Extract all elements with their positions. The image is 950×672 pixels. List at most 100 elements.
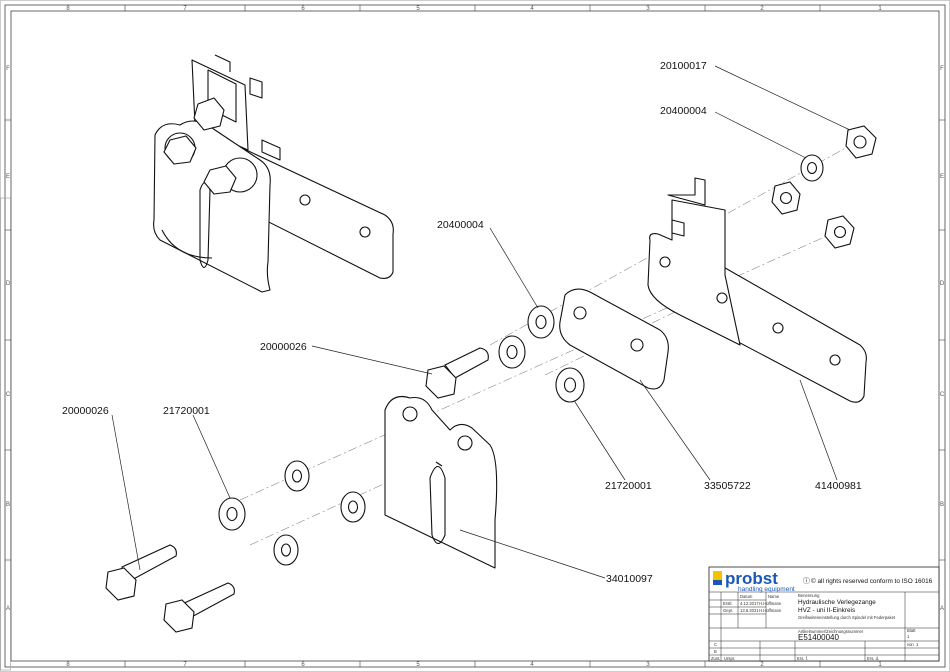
grid-row-right: E <box>940 174 944 180</box>
grid-col-top: 1 <box>878 6 882 12</box>
grid-col-bottom: 5 <box>416 662 420 668</box>
grid-col-bottom: 2 <box>760 662 764 668</box>
von-value: 1 <box>916 642 919 647</box>
assembled-clamp-slot <box>199 181 211 269</box>
grid-row-right: B <box>940 502 944 508</box>
grid-row-left: C <box>6 392 11 398</box>
grid-ticks <box>5 5 945 667</box>
grid-col-top: 8 <box>66 6 70 12</box>
frame-long-bar <box>719 264 867 403</box>
frame-bar-hole <box>772 322 784 334</box>
grid-col-top: 5 <box>416 6 420 12</box>
row2-label: Gepr. <box>723 608 733 613</box>
grid-col-bottom: 6 <box>301 662 305 668</box>
ers-fuer-label: Ers. f. <box>797 656 808 661</box>
link-plate-hole <box>630 338 644 352</box>
zust-label: Zust. <box>711 656 720 661</box>
part-label-34010097: 34010097 <box>606 573 653 585</box>
row2-date: 13.6.2021 <box>740 608 759 613</box>
bar-hole <box>359 226 371 238</box>
logo-mark <box>713 571 722 580</box>
grid-row-right: F <box>940 66 944 72</box>
rev-b: B <box>714 649 717 654</box>
hdr-datum: Datum <box>740 594 753 599</box>
frame-upright-plate <box>647 199 741 346</box>
bolt-shank <box>121 544 177 583</box>
washer-bore <box>291 469 303 483</box>
copyright-icon: ⓘ <box>803 577 810 585</box>
grid-row-right: C <box>940 392 945 398</box>
leader-lines <box>111 65 851 579</box>
clamp-plate-hole <box>402 406 418 422</box>
title-line-1: Hydraulische Verlegezange <box>798 599 876 606</box>
assembled-bracket-group <box>153 54 394 293</box>
link-plate-face <box>559 288 669 390</box>
part-number-labels: 20100017 20400004 20400004 20000026 2000… <box>62 60 862 585</box>
bolt-head <box>163 599 195 633</box>
grid-col-top: 7 <box>183 6 187 12</box>
fasteners-upper-right <box>771 125 877 249</box>
frame-top-tab <box>667 177 706 206</box>
link-plate-hole <box>573 306 587 320</box>
artikel-label: Artikelnummer/Zeichnungsnummer <box>798 629 864 634</box>
grid-row-right: A <box>940 606 944 612</box>
grid-col-top: 3 <box>646 6 650 12</box>
row1-name-cell: H.Hoffmann <box>759 601 782 606</box>
grid-row-right: D <box>940 281 945 287</box>
grid-row-left: E <box>6 174 10 180</box>
washer-bore <box>563 377 577 393</box>
clamp-plate-34010097 <box>384 395 498 569</box>
washer-bore <box>806 161 818 175</box>
von-label: von <box>907 642 914 647</box>
assembled-upright-slot <box>207 69 237 123</box>
grid-col-top: 2 <box>760 6 764 12</box>
grid-col-top: 6 <box>301 6 305 12</box>
probst-logo: probst <box>725 569 778 588</box>
frame-top-notch <box>671 219 685 237</box>
part-label-21720001-left: 21720001 <box>163 405 210 417</box>
washer-bore <box>280 543 292 557</box>
grid-row-left: F <box>6 66 10 72</box>
frame-upright-hole <box>659 256 671 268</box>
grid-col-bottom: 7 <box>183 662 187 668</box>
ers-durch-label: Ers. d. <box>867 656 879 661</box>
ursprung-label: Urspr. <box>724 656 735 661</box>
frame-bar-hole <box>829 354 841 366</box>
fasteners-centre <box>425 305 585 403</box>
hdr-name: Name <box>768 594 780 599</box>
row2-name-cell: H.Hoffmann <box>759 608 782 613</box>
frame-part-41400981 <box>647 177 867 403</box>
grid-col-bottom: 4 <box>530 662 534 668</box>
rev-c: C <box>714 642 717 647</box>
washer-bore <box>535 314 547 330</box>
title-line-2: HVZ - uni II-Einkreis <box>798 607 855 614</box>
washer-bore <box>226 506 238 522</box>
washer-bore <box>347 500 359 514</box>
blatt-value: 1 <box>907 634 910 639</box>
grid-row-left: B <box>6 502 10 508</box>
clamp-plate-notch <box>435 461 443 467</box>
assembled-clamp-cutout <box>161 229 213 259</box>
bolt-shank-20000026 <box>444 347 489 379</box>
assembled-bolt-head <box>163 135 197 165</box>
link-plate-33505722 <box>559 288 669 390</box>
bar-hole <box>299 194 311 206</box>
row1-date: 4.12.2017 <box>740 601 759 606</box>
clamp-plate-slot <box>429 465 446 545</box>
clamp-plate-hole <box>457 435 473 451</box>
grid-col-bottom: 3 <box>646 662 650 668</box>
assembled-nut <box>193 97 225 131</box>
title-block: probst handling equipment ⓘ © all rights… <box>708 566 940 662</box>
drawing-number: E51400040 <box>798 633 839 642</box>
benennung-label: Benennung <box>798 593 820 598</box>
part-label-20400004-centre: 20400004 <box>437 219 484 231</box>
part-label-20400004-upper: 20400004 <box>660 105 707 117</box>
part-label-33505722: 33505722 <box>704 480 751 492</box>
fasteners-lower-left <box>105 460 366 633</box>
assembled-bolt-thread <box>261 139 281 161</box>
grid-col-bottom: 8 <box>66 662 70 668</box>
logo-mark <box>713 580 722 585</box>
grid-column-labels: 8 7 6 5 4 3 2 1 8 7 6 5 4 3 2 1 <box>66 6 882 668</box>
bolt-head-20000026 <box>105 567 137 601</box>
